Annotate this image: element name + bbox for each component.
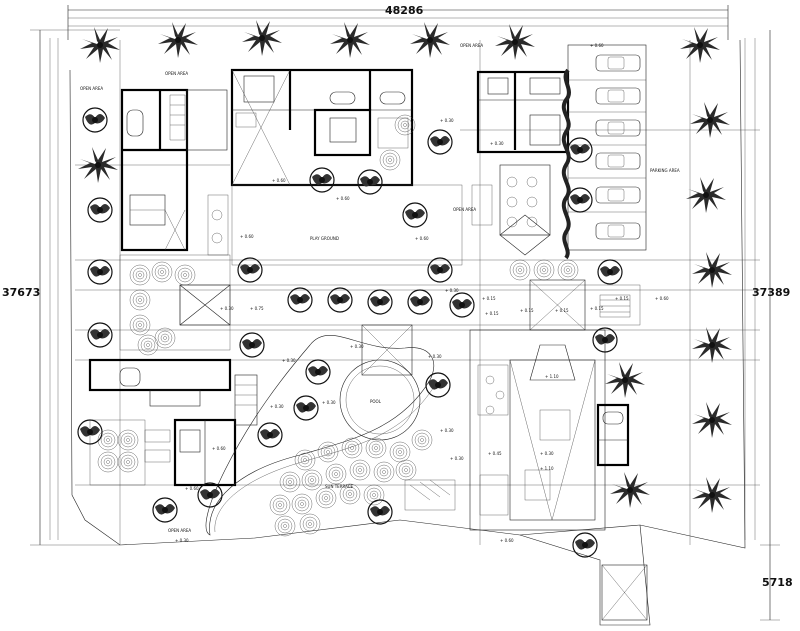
svg-text:+ 0.45: + 0.45 (488, 451, 502, 456)
dimension-left-height: 37673 (2, 286, 40, 299)
hedge (561, 68, 571, 260)
svg-text:+ 0.30: + 0.30 (440, 118, 454, 123)
svg-text:+ 0.30: + 0.30 (322, 400, 336, 405)
svg-text:+ 0.60: + 0.60 (240, 234, 254, 239)
label-pool: POOL (370, 399, 382, 404)
label-open-area-4: OPEN AREA (453, 207, 476, 212)
label-open-area-5: OPEN AREA (168, 528, 191, 533)
palm-trees (78, 20, 732, 513)
svg-text:+ 0.30: + 0.30 (490, 141, 504, 146)
svg-text:+ 1.10: + 1.10 (545, 374, 559, 379)
pavilion-lower-right (469, 329, 630, 531)
level-markers: + 0.60 + 0.60 + 0.60 + 0.60 + 0.30 + 0.3… (175, 43, 669, 543)
svg-text:+ 0.60: + 0.60 (212, 446, 226, 451)
label-open-area-2: OPEN AREA (165, 71, 188, 76)
svg-text:+ 0.30: + 0.30 (282, 358, 296, 363)
label-open-area-3: OPEN AREA (460, 43, 483, 48)
villa-upper-left (120, 88, 228, 252)
label-open-area-1: OPEN AREA (80, 86, 103, 91)
svg-text:+ 0.30: + 0.30 (270, 404, 284, 409)
svg-text:+ 0.15: + 0.15 (520, 308, 534, 313)
deck-left (119, 254, 231, 351)
svg-text:+ 0.30: + 0.30 (450, 456, 464, 461)
dimension-lines (30, 5, 780, 621)
svg-text:+ 0.60: + 0.60 (272, 178, 286, 183)
svg-text:+ 0.15: + 0.15 (555, 308, 569, 313)
label-play-ground: PLAY GROUND (310, 236, 339, 241)
svg-text:+ 0.30: + 0.30 (220, 306, 234, 311)
svg-text:+ 0.60: + 0.60 (500, 538, 514, 543)
pergola-walkway (179, 279, 641, 376)
svg-text:+ 1.10: + 1.10 (540, 466, 554, 471)
paving-patterns (97, 114, 579, 537)
svg-text:+ 0.60: + 0.60 (415, 236, 429, 241)
svg-text:+ 0.60: + 0.60 (655, 296, 669, 301)
svg-text:+ 0.30: + 0.30 (440, 428, 454, 433)
dimension-top-width: 48286 (385, 4, 424, 17)
svg-text:+ 0.30: + 0.30 (540, 451, 554, 456)
svg-text:+ 0.15: + 0.15 (482, 296, 496, 301)
pool-area (205, 335, 456, 536)
svg-text:+ 0.15: + 0.15 (485, 311, 499, 316)
label-sun-terrace: SUN TERRACE (325, 484, 354, 489)
svg-text:+ 0.30: + 0.30 (175, 538, 189, 543)
play-ground (207, 184, 463, 266)
shrubs (77, 107, 623, 558)
svg-text:+ 0.60: + 0.60 (336, 196, 350, 201)
entry-gate (601, 564, 648, 621)
svg-text:+ 0.30: + 0.30 (445, 288, 459, 293)
dimension-right-height: 37389 (752, 286, 790, 299)
svg-text:+ 0.30: + 0.30 (428, 354, 442, 359)
label-parking-area: PARKING AREA (650, 168, 680, 173)
grid-lines (75, 40, 760, 545)
building-top-right (471, 70, 570, 256)
svg-text:+ 0.30: + 0.30 (350, 344, 364, 349)
svg-text:+ 0.60: + 0.60 (590, 43, 604, 48)
dimension-bottom-right: 5718 (762, 576, 793, 589)
svg-text:+ 0.75: + 0.75 (250, 306, 264, 311)
svg-text:+ 0.15: + 0.15 (615, 296, 629, 301)
site-boundary (69, 39, 746, 549)
svg-text:+ 0.60: + 0.60 (185, 486, 199, 491)
svg-text:+ 0.15: + 0.15 (590, 306, 604, 311)
villa-lower-left (88, 358, 258, 487)
